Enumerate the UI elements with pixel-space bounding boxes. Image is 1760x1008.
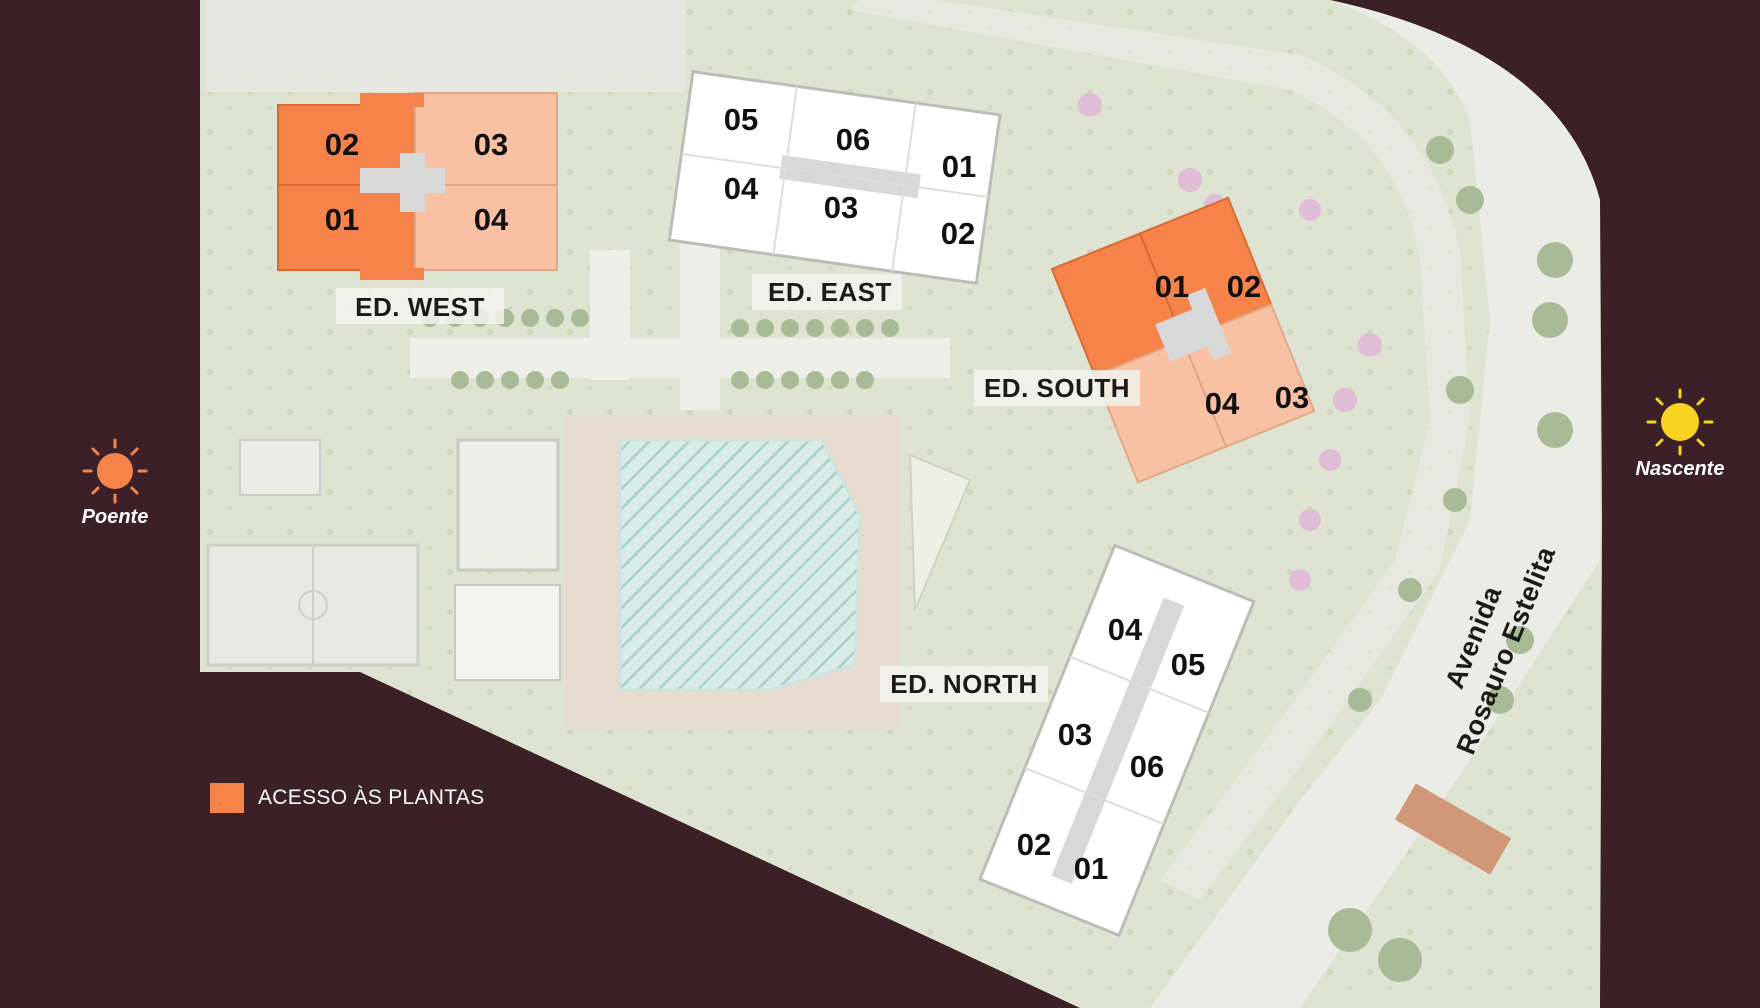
unit-label-east-06: 06 (836, 122, 870, 157)
unit-label-west-02: 02 (325, 127, 359, 162)
tree-row (421, 136, 1573, 982)
unit-west-04[interactable] (414, 184, 558, 271)
unit-west-03[interactable] (414, 92, 558, 186)
unit-label-south-03: 03 (1275, 380, 1309, 415)
inner-road (850, 0, 1470, 900)
court (456, 438, 560, 572)
unit-label-south-01: 01 (1155, 269, 1189, 304)
unit-label-north-06: 06 (1130, 749, 1164, 784)
unit-label-north-04: 04 (1108, 612, 1143, 647)
flowering-trees (1078, 93, 1382, 591)
unit-label-north-01: 01 (1074, 851, 1108, 886)
legend-label: ACESSO ÀS PLANTAS (258, 786, 485, 809)
building-east (667, 70, 1002, 285)
unit-west-02[interactable] (277, 104, 416, 186)
unit-label-south-04: 04 (1205, 386, 1240, 421)
building-north (977, 543, 1256, 938)
unit-label-east-04: 04 (724, 171, 759, 206)
unit-label-south-02: 02 (1227, 269, 1261, 304)
unit-label-east-03: 03 (824, 190, 858, 225)
unit-label-west-03: 03 (474, 127, 508, 162)
building-west: 02 03 01 04 (277, 92, 558, 280)
unit-label-east-01: 01 (942, 149, 976, 184)
playground (239, 439, 321, 496)
unit-label-east-02: 02 (941, 216, 975, 251)
sun-icon (1646, 388, 1714, 456)
building-name-west: ED. WEST (355, 292, 485, 322)
unit-label-east-05: 05 (724, 102, 758, 137)
walkway (590, 250, 630, 380)
nascente-label: Nascente (1635, 458, 1725, 480)
poente-label: Poente (81, 506, 149, 528)
unit-label-west-04: 04 (474, 202, 509, 237)
sun-icon (82, 438, 148, 504)
perimeter-road (860, 0, 1600, 1008)
unit-label-north-05: 05 (1171, 647, 1205, 682)
unit-label-west-01: 01 (325, 202, 359, 237)
building-south (1050, 196, 1316, 484)
unit-label-north-03: 03 (1058, 717, 1092, 752)
building-name-south: ED. SOUTH (984, 373, 1130, 403)
green-triangle (908, 453, 972, 611)
legend-swatch (210, 783, 244, 813)
pavilion (1394, 783, 1512, 875)
unit-label-north-02: 02 (1017, 827, 1051, 862)
amenity-block (454, 584, 561, 681)
building-name-north: ED. NORTH (890, 669, 1038, 699)
legend: ACESSO ÀS PLANTAS (210, 783, 484, 813)
pool (618, 438, 862, 692)
parking-area (205, 0, 685, 92)
walkway (680, 240, 720, 410)
building-name-east: ED. EAST (768, 277, 892, 307)
